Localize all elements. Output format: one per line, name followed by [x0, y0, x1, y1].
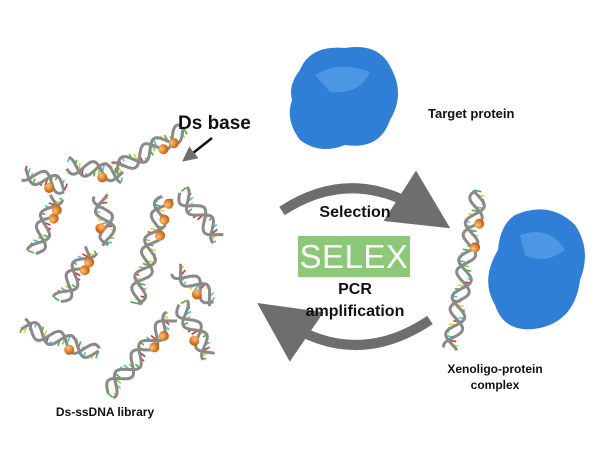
selex-badge: SELEX	[298, 236, 410, 277]
dna-helix	[19, 317, 101, 360]
ds-base-sphere	[155, 230, 166, 241]
complex-protein-surface	[488, 209, 585, 330]
ds-base-sphere	[159, 214, 170, 225]
ds-base-sphere	[191, 289, 202, 300]
ds-base-sphere	[163, 198, 174, 209]
ds-base-sphere	[149, 342, 160, 353]
dna-helix	[26, 194, 64, 255]
dna-helix	[91, 193, 116, 247]
amplification-arrow	[257, 303, 433, 362]
dna-helix	[175, 299, 215, 361]
ds-base-sphere	[84, 257, 95, 268]
amplification-label: amplification	[305, 303, 405, 320]
ds-base-sphere	[44, 182, 55, 193]
ds-base-sphere	[97, 172, 108, 183]
dna-helix	[65, 155, 125, 185]
dna-helix	[177, 185, 224, 245]
ds-base-sphere	[64, 344, 75, 355]
ds-base-pointer-arrow	[182, 137, 213, 162]
ds-base-sphere	[158, 330, 169, 341]
ds-base-label: Ds base	[178, 113, 251, 134]
library-label: Ds-ssDNA library	[55, 405, 155, 419]
ds-base-sphere	[168, 138, 179, 149]
complex-label-line1: Xenoligo-protein	[447, 362, 543, 376]
selection-label: Selection	[319, 204, 391, 221]
target-protein-label: Target protein	[428, 106, 515, 121]
ds-base-sphere	[79, 265, 90, 276]
target-protein-surface	[289, 46, 399, 149]
ds-base-sphere	[189, 335, 200, 346]
dna-helix	[111, 123, 188, 177]
pcr-label: PCR	[338, 281, 372, 298]
dna-helix	[51, 245, 99, 304]
dna-helix	[105, 310, 178, 400]
ds-base-sphere	[158, 144, 169, 155]
dna-helix	[21, 165, 68, 195]
ds-base-sphere	[474, 218, 485, 229]
dna-helix	[130, 194, 174, 306]
ds-base-sphere	[51, 205, 62, 216]
dna-helix	[442, 189, 486, 351]
complex-label-line2: complex	[470, 378, 520, 392]
selection-arrow	[279, 170, 451, 229]
ds-base-sphere	[48, 213, 59, 224]
dna-helix	[170, 263, 216, 307]
ds-base-sphere	[470, 242, 481, 253]
ds-base-sphere	[95, 223, 106, 234]
